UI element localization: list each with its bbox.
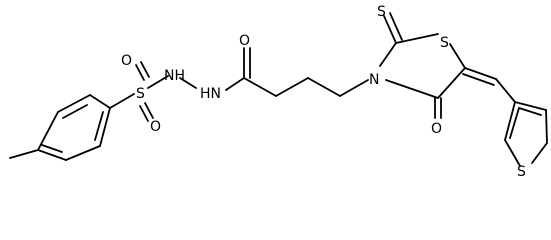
thioxo-s-label: S (377, 4, 386, 20)
thiophene-ring: S (504, 101, 548, 180)
hydrazide-linker: NH HN (164, 68, 245, 102)
thiazolidine-n-label: N (369, 72, 379, 88)
toluene-ring (9, 94, 111, 161)
amide-o-label: O (239, 33, 250, 49)
sulfonyl-group: S O O (109, 53, 169, 135)
thiazolidine-s-label: S (440, 35, 449, 51)
methylidene-bridge (462, 67, 516, 103)
sulfonyl-o-bottom-label: O (150, 119, 161, 135)
sulfonyl-o-top-label: O (121, 53, 132, 69)
molecule-diagram: S O O NH HN O N S S O (9, 4, 548, 180)
thiophene-s-label: S (517, 164, 526, 180)
thiazolidinone-ring: N S S O (369, 4, 466, 137)
oxo-o-label: O (431, 121, 442, 137)
hn-lower-label: HN (200, 86, 221, 102)
sulfonyl-s-label: S (136, 86, 145, 102)
nh-upper-label: NH (164, 68, 185, 84)
butanamide-chain: O (239, 33, 369, 97)
